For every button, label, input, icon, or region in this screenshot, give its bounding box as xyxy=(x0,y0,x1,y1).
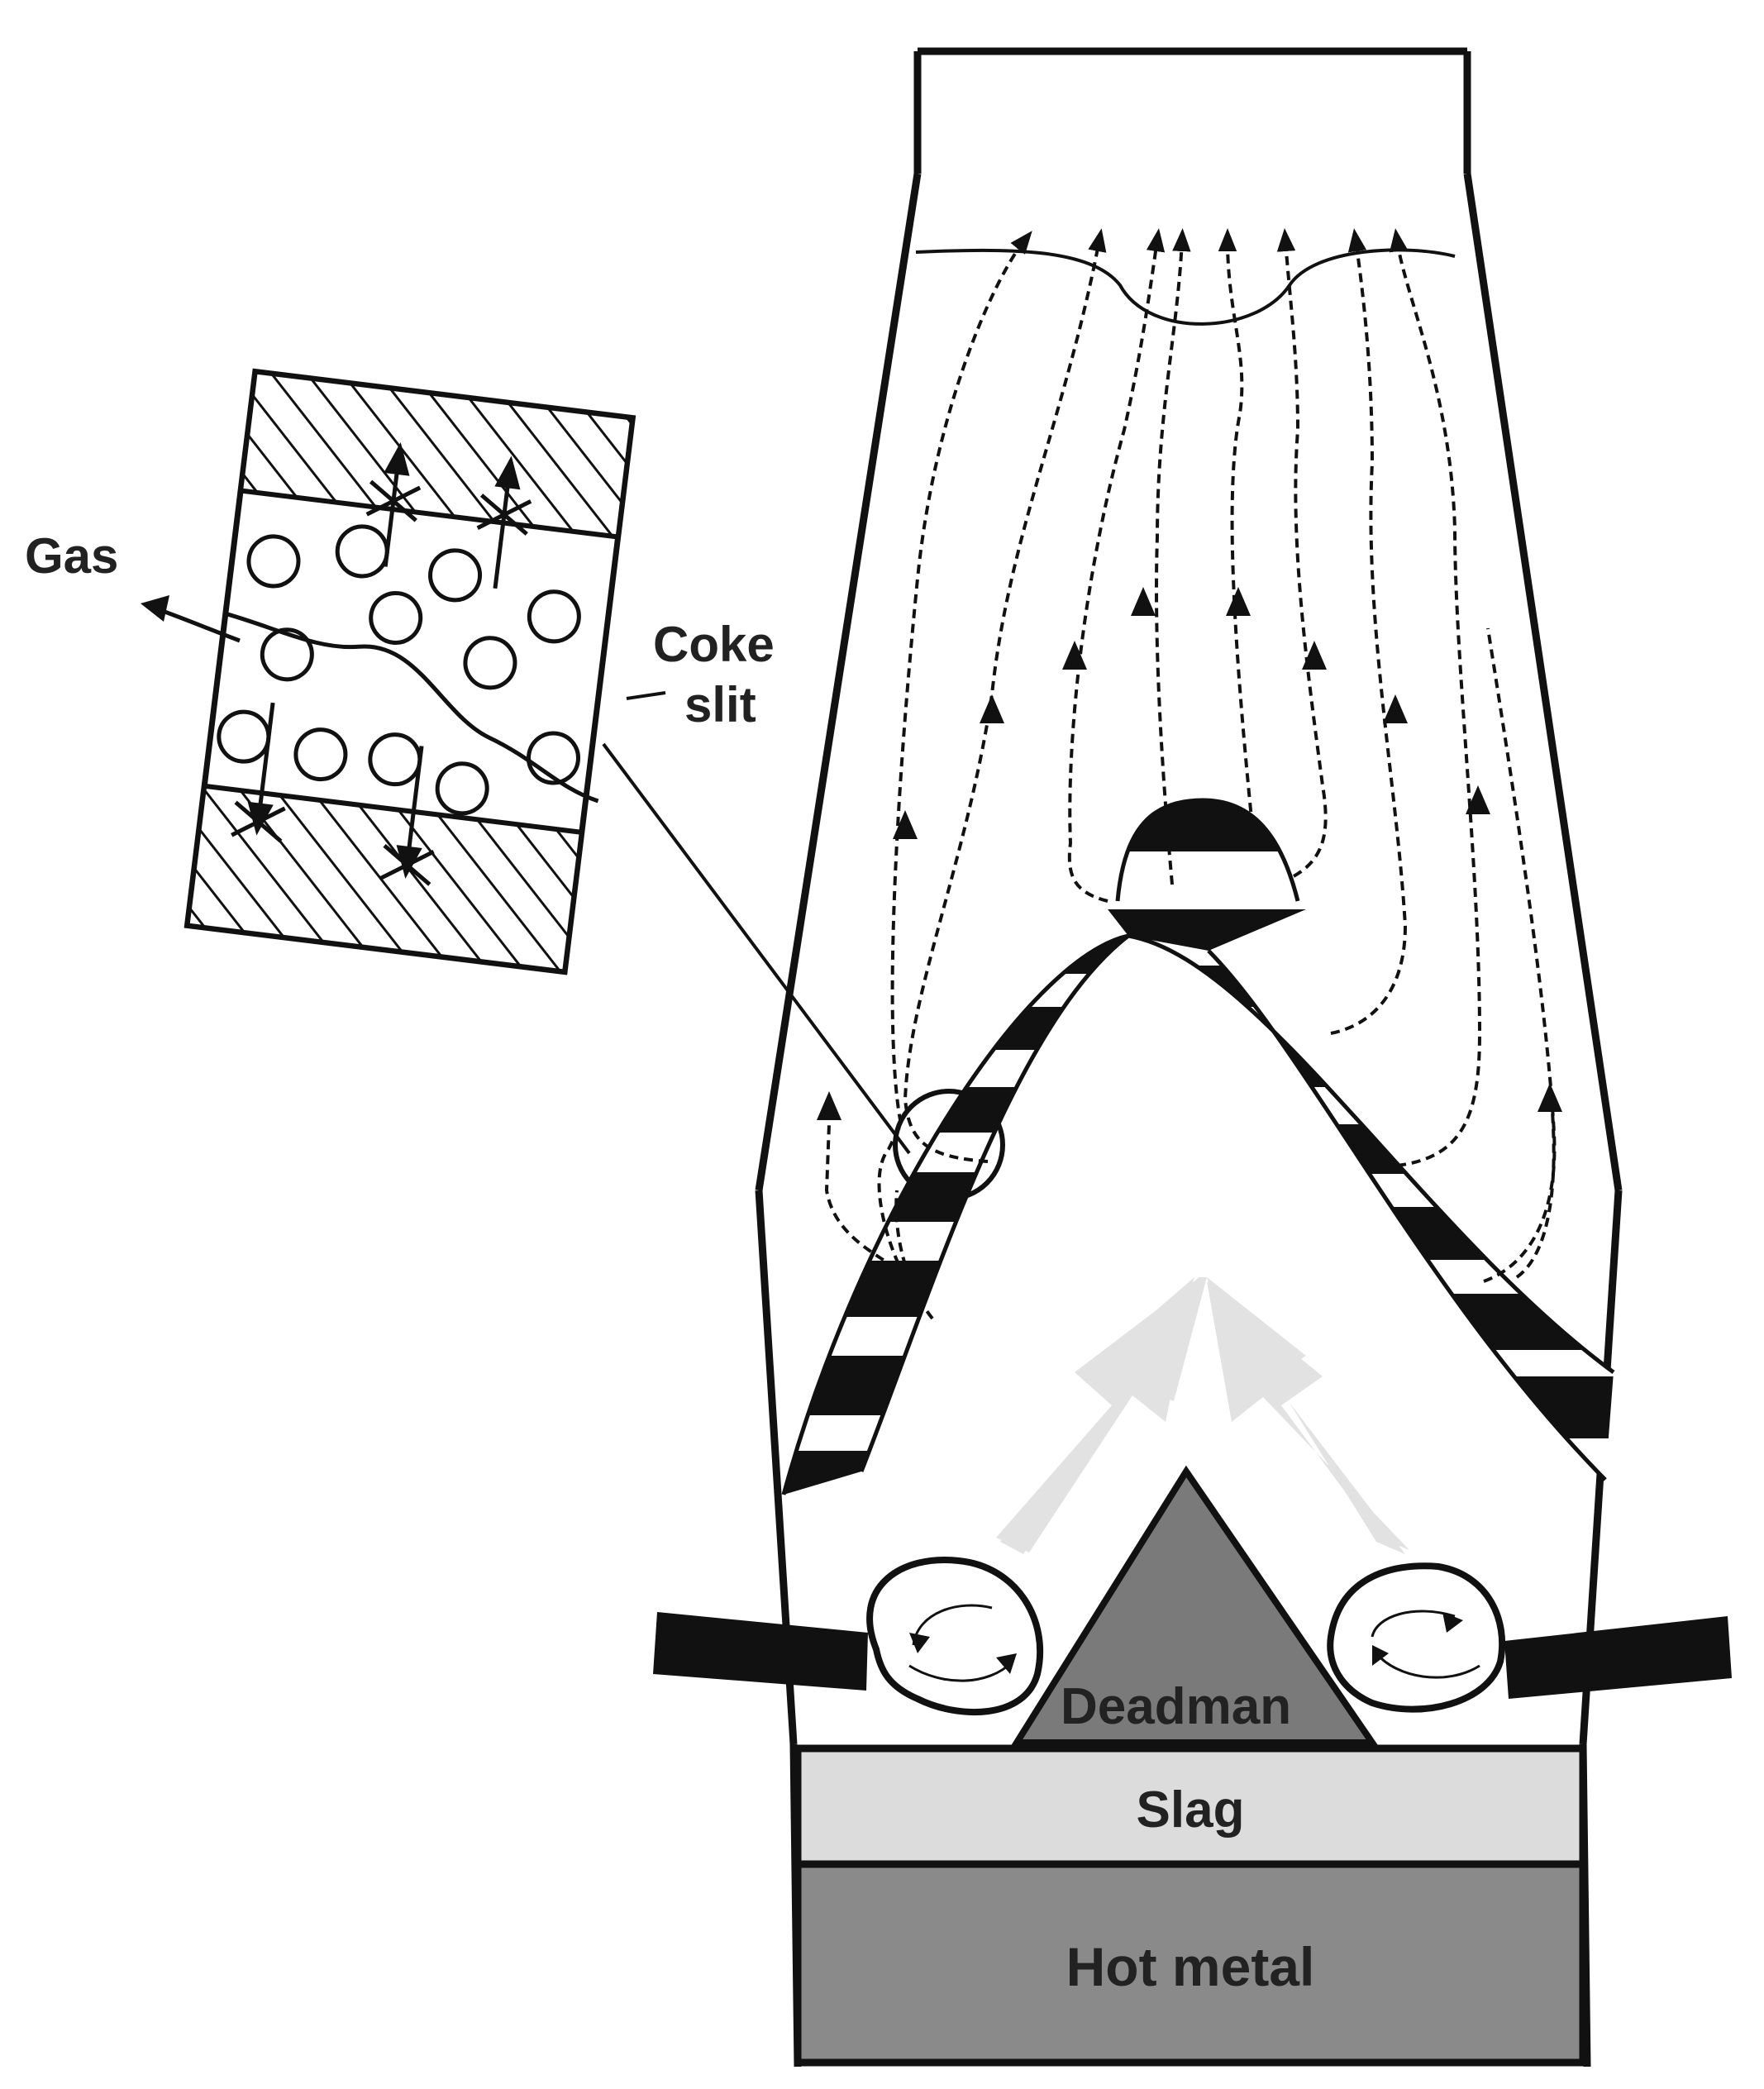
burden-surface-line xyxy=(915,248,1456,326)
gas-flow-lines-outer xyxy=(824,1111,1556,1279)
label-deadman: Deadman xyxy=(1061,1678,1291,1735)
label-coke-slit-line1: Coke xyxy=(653,617,775,672)
coke-slit-magnifier-circle xyxy=(893,1089,1005,1201)
raceway-right xyxy=(1327,1562,1506,1713)
inset-bottom-hatched-layer xyxy=(184,783,585,975)
inset-slit-line xyxy=(225,611,599,804)
cohesive-zone-right-leg xyxy=(1128,933,1615,1481)
label-gas: Gas xyxy=(25,528,118,584)
blast-flow-arrows-shaped xyxy=(996,1281,1409,1552)
gas-exit-arrow xyxy=(141,595,241,643)
tuyere-left xyxy=(653,1612,868,1691)
slag-layer xyxy=(794,1744,1587,1868)
inset-leader-lines xyxy=(602,691,911,1155)
cohesive-zone-left-leg xyxy=(781,933,1130,1495)
label-hot-metal: Hot metal xyxy=(1066,1936,1315,1997)
gas-flow-lines xyxy=(877,228,1557,1320)
inset-coke-particles xyxy=(217,524,581,816)
label-coke-slit-line2: slit xyxy=(684,677,756,732)
cohesive-zone-top xyxy=(1108,798,1306,951)
inset-top-hatched-layer xyxy=(237,369,636,540)
inset-blocked-arrows xyxy=(231,441,532,886)
raceway-left xyxy=(866,1557,1044,1716)
coke-slit-inset xyxy=(184,368,636,975)
label-slag: Slag xyxy=(1137,1781,1245,1839)
tuyere-right xyxy=(1504,1616,1732,1699)
deadman-cone xyxy=(1010,1465,1379,1746)
gas-flow-arrowheads xyxy=(817,587,1562,1120)
